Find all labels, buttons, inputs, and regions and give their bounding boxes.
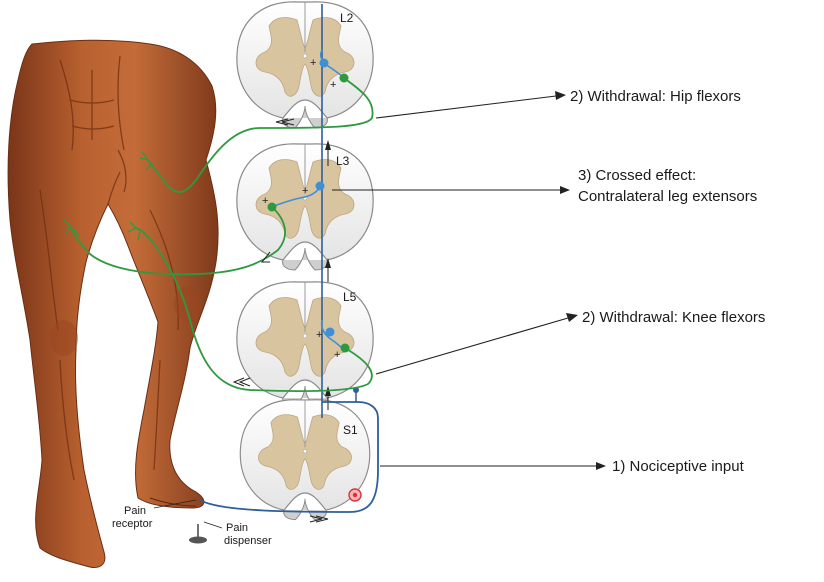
segment-label-s1: S1 — [343, 423, 358, 437]
segment-label-l5: L5 — [343, 290, 357, 304]
sensory-afferent-nerve — [199, 401, 379, 513]
svg-text:+: + — [334, 349, 340, 361]
svg-text:+: + — [302, 185, 308, 197]
callout-knee-flexors: 2) Withdrawal: Knee flexors — [582, 309, 765, 326]
stimulus-marker — [348, 488, 362, 502]
callout-nociceptive-input: 1) Nociceptive input — [612, 458, 745, 475]
segment-label-l2: L2 — [340, 11, 354, 25]
svg-text:+: + — [330, 79, 336, 91]
torso-and-legs — [7, 39, 219, 568]
pain-dispenser-label-line2: dispenser — [224, 535, 272, 547]
cord-section-s1 — [239, 399, 371, 521]
callout-arrows — [332, 95, 596, 467]
body-illustration — [7, 39, 219, 568]
pain-dispenser-leader — [203, 521, 223, 529]
cord-section-l3 — [236, 143, 374, 271]
pain-dispenser-icon — [189, 524, 207, 544]
svg-text:+: + — [310, 57, 316, 69]
pain-receptor-label-line2: receptor — [112, 518, 153, 530]
pain-receptor-leader — [153, 499, 197, 509]
pain-dispenser-label-line1: Pain — [226, 522, 248, 534]
svg-text:+: + — [316, 329, 322, 341]
motor-nerves — [69, 77, 374, 392]
pain-receptor-label-line1: Pain — [124, 505, 146, 517]
l3-neurons: + + — [262, 181, 325, 212]
callout-crossed-effect: 3) Crossed effect: — [578, 167, 696, 184]
segment-label-l3: L3 — [336, 154, 350, 168]
callout-hip-flexors: 2) Withdrawal: Hip flexors — [570, 88, 741, 105]
callout-contralateral-extensors: Contralateral leg extensors — [578, 188, 757, 205]
svg-text:+: + — [262, 195, 268, 207]
